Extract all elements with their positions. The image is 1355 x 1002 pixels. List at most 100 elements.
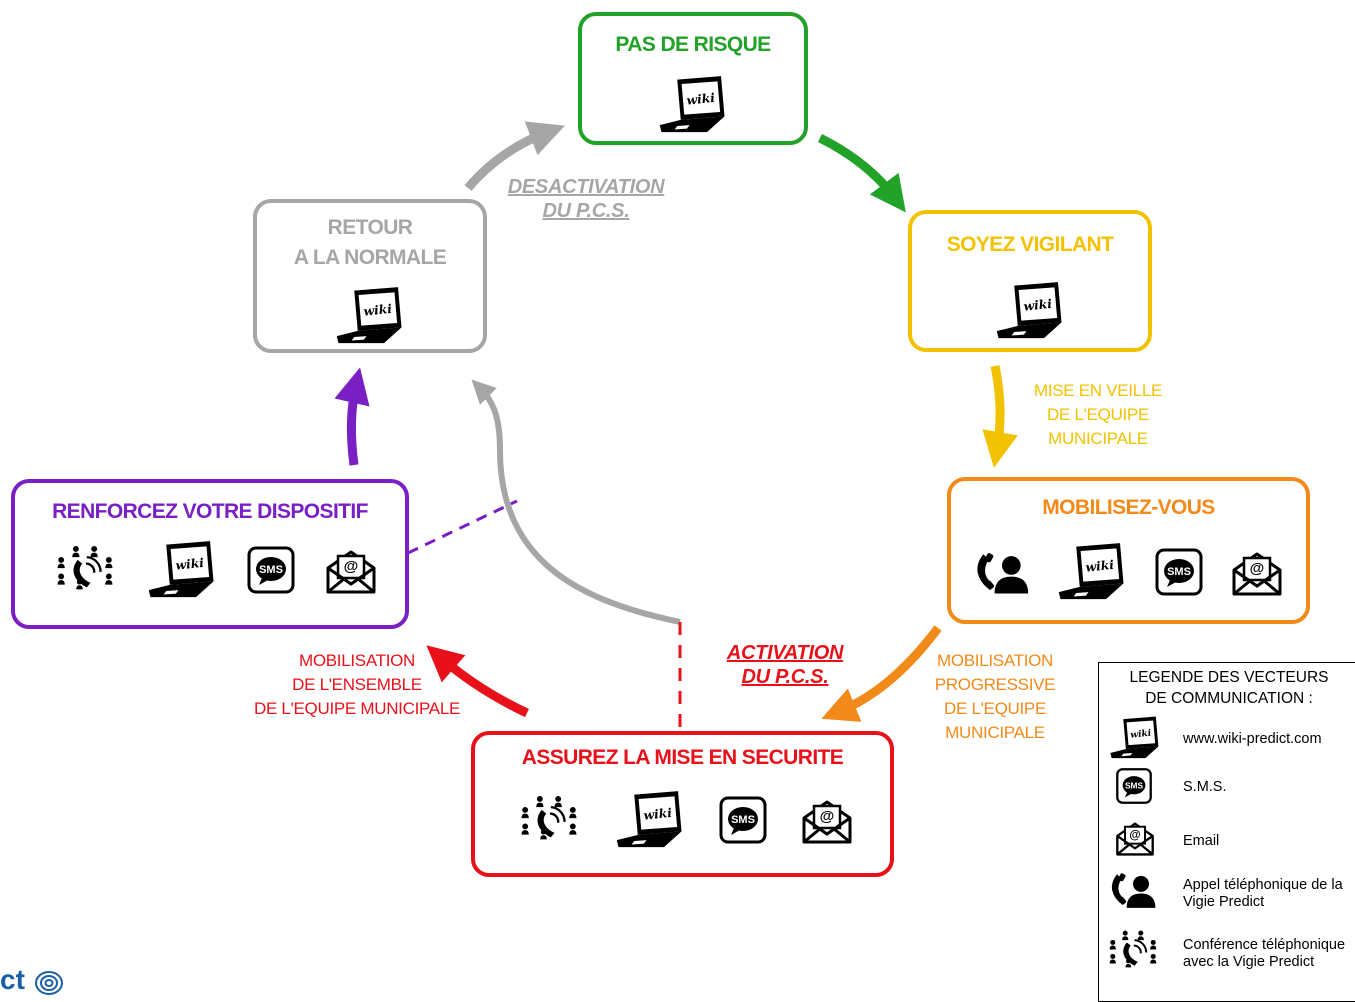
conference-call-icon bbox=[52, 542, 118, 598]
sms-icon: SMS bbox=[246, 545, 296, 595]
phone-call-icon bbox=[974, 550, 1030, 594]
legend-item-conference: Conférence téléphonique avec la Vigie Pr… bbox=[1105, 927, 1355, 977]
stage-title: PAS DE RISQUE bbox=[615, 33, 771, 56]
icon-row: wiki bbox=[582, 74, 804, 136]
legend-item-text: S.M.S. bbox=[1183, 779, 1227, 795]
label-line: DE L'EQUIPE bbox=[944, 699, 1046, 718]
stage-title: MOBILISEZ-VOUS bbox=[1042, 496, 1215, 519]
arrow-yellow bbox=[982, 365, 1018, 468]
email-icon: @ bbox=[1115, 819, 1155, 856]
sms-icon: SMS bbox=[1115, 767, 1153, 805]
laptop-wiki-icon: wiki bbox=[335, 285, 405, 347]
stage-title: ASSUREZ LA MISE EN SECURITE bbox=[521, 746, 844, 769]
email-icon: @ bbox=[325, 546, 377, 594]
stage-mobilisez-vous: MOBILISEZ-VOUS wiki SMS @ bbox=[947, 477, 1310, 624]
label-activation-line1: ACTIVATION bbox=[726, 642, 844, 664]
svg-text:@: @ bbox=[1129, 829, 1140, 841]
stage-title-line2: A LA NORMALE bbox=[293, 246, 447, 269]
stage-soyez-vigilant: SOYEZ VIGILANT wiki bbox=[908, 210, 1152, 352]
laptop-wiki-icon: wiki bbox=[1109, 715, 1161, 761]
svg-text:SMS: SMS bbox=[1167, 566, 1191, 578]
svg-text:@: @ bbox=[820, 808, 835, 825]
stage-renforcez-votre-dispositif: RENFORCEZ VOTRE DISPOSITIF wiki SMS @ bbox=[11, 479, 409, 629]
legend-title: LEGENDE DES VECTEURS DE COMMUNICATION : bbox=[1099, 667, 1355, 709]
svg-text:wiki: wiki bbox=[1085, 557, 1115, 575]
arrow-red bbox=[426, 645, 529, 718]
svg-text:SMS: SMS bbox=[1125, 780, 1144, 790]
icon-row: wiki SMS @ bbox=[37, 539, 391, 601]
svg-text:@: @ bbox=[1249, 560, 1264, 577]
stage-title: RENFORCEZ VOTRE DISPOSITIF bbox=[52, 500, 368, 523]
stage-title-line1: RETOUR bbox=[327, 216, 413, 239]
laptop-wiki-icon: wiki bbox=[658, 74, 728, 136]
conference-call-icon bbox=[516, 792, 582, 848]
label-line: MISE EN VEILLE bbox=[1033, 381, 1163, 400]
legend-item-wiki: wiki www.wiki-predict.com bbox=[1105, 715, 1355, 761]
label-activation-line2: DU P.C.S. bbox=[741, 666, 829, 688]
svg-text:SMS: SMS bbox=[259, 564, 283, 576]
stage-assurez-la-mise-en-securite: ASSUREZ LA MISE EN SECURITE wiki SMS @ bbox=[471, 731, 894, 877]
label-mise-en-veille: MISE EN VEILLE DE L'EQUIPE MUNICIPALE bbox=[1020, 379, 1176, 451]
legend-item-text: Appel téléphonique de la Vigie Predict bbox=[1183, 877, 1343, 911]
svg-text:SMS: SMS bbox=[731, 814, 755, 826]
label-line: DE L'EQUIPE bbox=[1047, 405, 1149, 424]
arrow-green bbox=[817, 133, 906, 213]
label-activation: ACTIVATION DU P.C.S. bbox=[712, 641, 858, 689]
laptop-wiki-icon: wiki bbox=[615, 789, 685, 851]
label-desactivation-line1: DESACTIVATION bbox=[507, 176, 665, 198]
dashed-line-purple bbox=[407, 499, 518, 555]
legend-item-text: Email bbox=[1183, 833, 1220, 849]
icon-row: wiki SMS @ bbox=[499, 789, 870, 851]
email-icon: @ bbox=[801, 796, 853, 844]
legend-title-line1: LEGENDE DES VECTEURS bbox=[1129, 669, 1329, 686]
arrow-grey-desactivation bbox=[464, 121, 565, 191]
stage-retour-a-la-normale: RETOUR A LA NORMALE wiki bbox=[253, 199, 487, 353]
legend-item-text-line2: avec la Vigie Predict bbox=[1183, 954, 1315, 970]
laptop-wiki-icon: wiki bbox=[1057, 541, 1127, 603]
label-mobilisation-progressive: MOBILISATION PROGRESSIVE DE L'EQUIPE MUN… bbox=[925, 649, 1065, 745]
arrow-purple bbox=[334, 367, 370, 466]
legend-title-line2: DE COMMUNICATION : bbox=[1145, 690, 1313, 707]
arrow-grey-return bbox=[471, 379, 681, 625]
svg-text:wiki: wiki bbox=[174, 555, 204, 573]
laptop-wiki-icon: wiki bbox=[147, 539, 217, 601]
label-desactivation-line2: DU P.C.S. bbox=[542, 200, 630, 222]
legend-item-sms: SMS S.M.S. bbox=[1105, 767, 1355, 809]
label-line: PROGRESSIVE bbox=[934, 675, 1056, 694]
svg-text:wiki: wiki bbox=[1023, 296, 1053, 314]
stage-pas-de-risque: PAS DE RISQUE wiki bbox=[578, 12, 808, 145]
laptop-wiki-icon: wiki bbox=[995, 280, 1065, 342]
label-mobilisation-ensemble: MOBILISATION DE L'ENSEMBLE DE L'EQUIPE M… bbox=[242, 649, 472, 721]
svg-text:wiki: wiki bbox=[643, 805, 673, 823]
label-line: DE L'EQUIPE MUNICIPALE bbox=[253, 699, 461, 718]
svg-text:wiki: wiki bbox=[363, 301, 393, 319]
legend-item-email: @ Email bbox=[1105, 819, 1355, 861]
phone-call-icon bbox=[1109, 871, 1157, 908]
label-line: DE L'ENSEMBLE bbox=[292, 675, 422, 694]
label-line: MOBILISATION bbox=[936, 651, 1054, 670]
conference-call-icon bbox=[1105, 927, 1161, 975]
legend-item-text: Conférence téléphonique avec la Vigie Pr… bbox=[1183, 937, 1345, 971]
email-icon: @ bbox=[1231, 548, 1283, 596]
label-desactivation: DESACTIVATION DU P.C.S. bbox=[500, 175, 672, 223]
svg-text:@: @ bbox=[343, 558, 358, 575]
legend-box: LEGENDE DES VECTEURS DE COMMUNICATION : … bbox=[1098, 662, 1355, 1002]
svg-text:wiki: wiki bbox=[686, 90, 716, 108]
icon-row: wiki bbox=[912, 280, 1148, 342]
legend-item-text: www.wiki-predict.com bbox=[1183, 731, 1322, 747]
stage-title: SOYEZ VIGILANT bbox=[946, 233, 1114, 256]
sms-icon: SMS bbox=[1154, 547, 1204, 597]
legend-item-text-line2: Vigie Predict bbox=[1183, 894, 1265, 910]
legend-item-phone: Appel téléphonique de la Vigie Predict bbox=[1105, 871, 1355, 915]
label-line: MUNICIPALE bbox=[945, 723, 1045, 742]
logo-text: ct bbox=[0, 964, 25, 995]
label-line: MOBILISATION bbox=[298, 651, 416, 670]
sms-icon: SMS bbox=[718, 795, 768, 845]
legend-item-text-line1: Conférence téléphonique bbox=[1183, 937, 1346, 953]
label-line: MUNICIPALE bbox=[1048, 429, 1148, 448]
icon-row: wiki bbox=[257, 285, 483, 347]
arrow-orange bbox=[821, 625, 942, 722]
icon-row: wiki SMS @ bbox=[961, 541, 1296, 603]
svg-text:wiki: wiki bbox=[1130, 728, 1153, 741]
